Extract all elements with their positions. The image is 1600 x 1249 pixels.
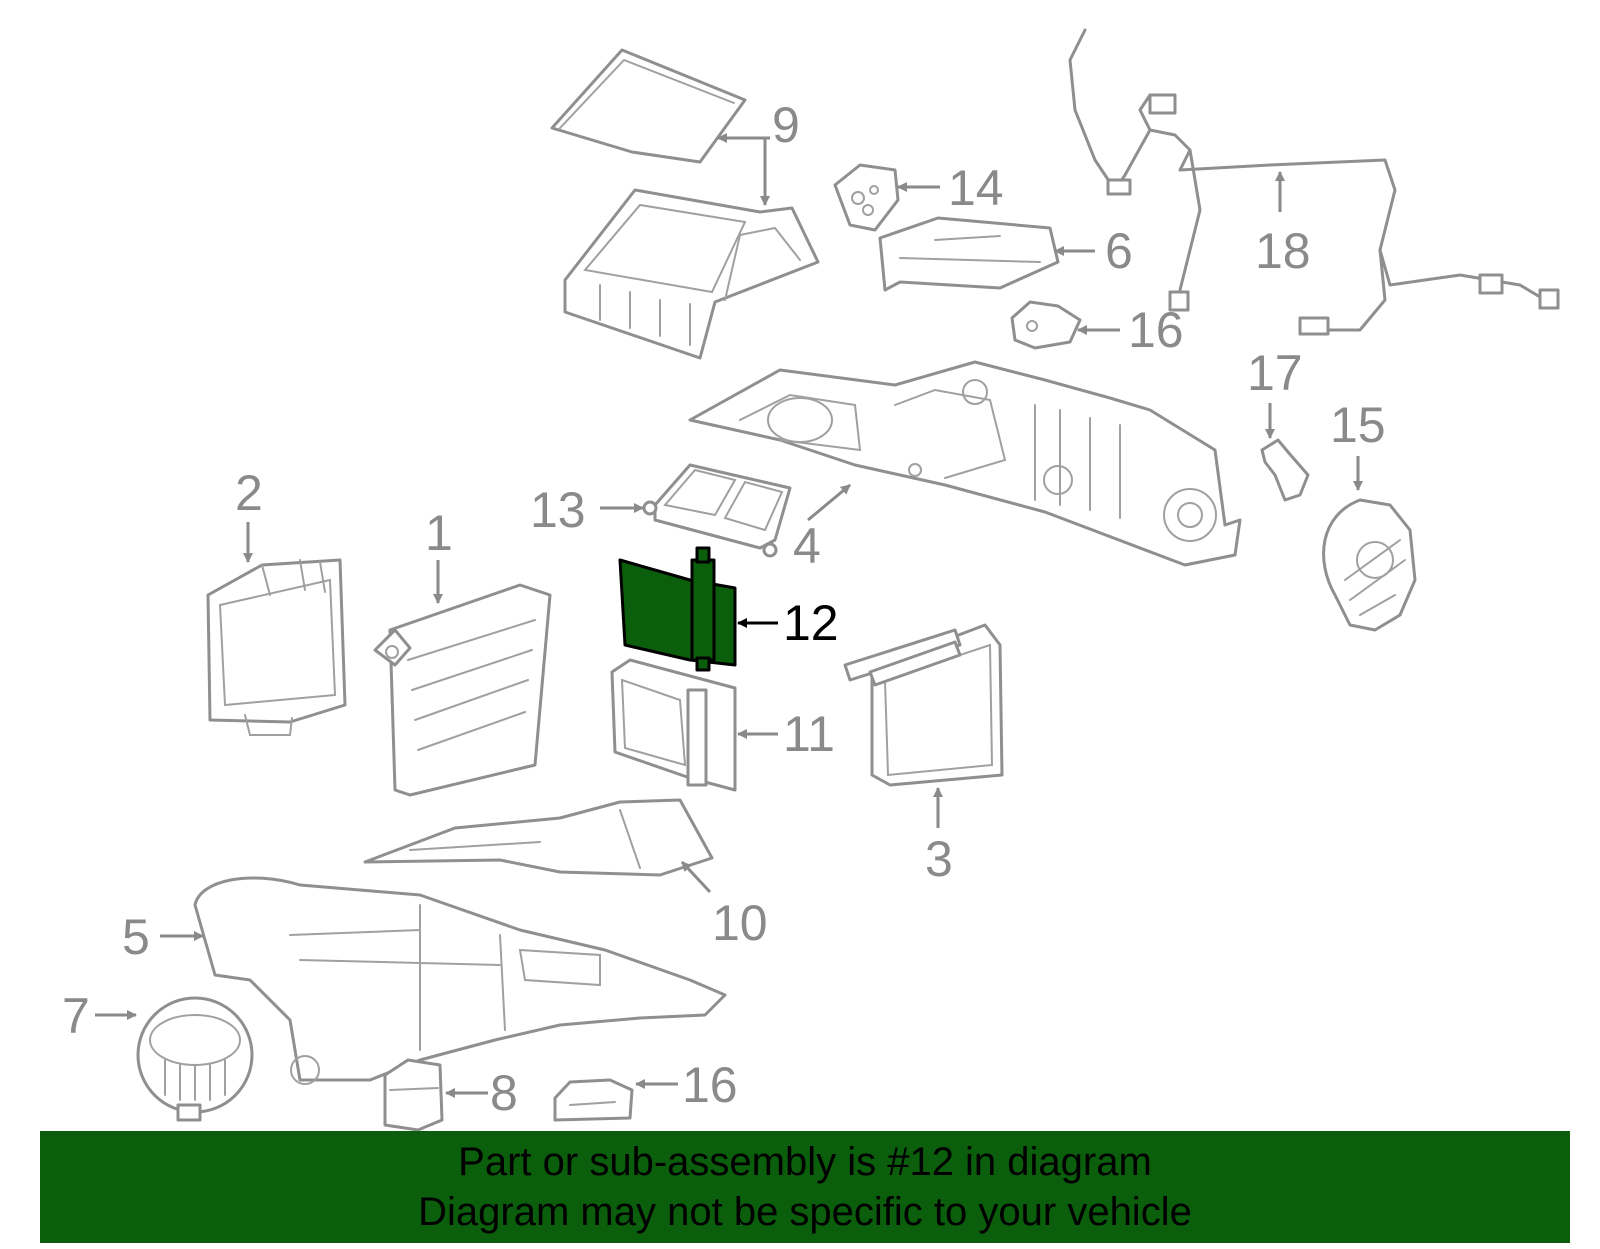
part-17-sensor <box>1260 438 1310 502</box>
part-6-cover <box>878 216 1060 292</box>
part-9-filter-housing <box>550 48 820 360</box>
part-3-heater-core <box>843 623 1004 787</box>
part-15-blower-housing <box>1322 498 1417 632</box>
banner-line-part-number: Part or sub-assembly is #12 in diagram <box>458 1140 1152 1184</box>
leader-lines <box>95 133 1363 1098</box>
callout-7: 7 <box>62 988 90 1044</box>
part-8-resistor <box>383 1058 444 1132</box>
callout-16-upper: 16 <box>1128 302 1184 358</box>
part-2-case-frame <box>206 558 347 736</box>
part-14-actuator <box>833 163 900 232</box>
callout-14: 14 <box>948 160 1004 216</box>
callout-12: 12 <box>783 595 839 651</box>
callout-2: 2 <box>235 465 263 521</box>
part-12-heater-core <box>618 546 737 672</box>
part-5-lower-case <box>193 876 727 1085</box>
callout-numbers: 9 14 6 18 16 17 15 13 4 2 1 12 11 3 10 5… <box>62 97 1386 1121</box>
part-7-blower-motor <box>136 996 254 1122</box>
part-16-lower-actuator <box>553 1078 634 1122</box>
part-18-wiring-harness <box>1068 28 1560 336</box>
callout-10: 10 <box>712 895 768 951</box>
info-banner: Part or sub-assembly is #12 in diagram D… <box>40 1131 1570 1243</box>
callout-11: 11 <box>783 706 835 762</box>
part-4-hvac-case <box>688 360 1242 567</box>
part-1-evaporator <box>373 583 552 797</box>
part-13-filter-element <box>642 463 792 558</box>
callout-13: 13 <box>530 482 586 538</box>
callout-16-lower: 16 <box>682 1057 738 1113</box>
callout-17: 17 <box>1247 345 1303 401</box>
callout-6: 6 <box>1105 223 1133 279</box>
banner-line-disclaimer: Diagram may not be specific to your vehi… <box>418 1190 1192 1234</box>
part-16-upper-actuator <box>1010 300 1082 350</box>
part-11-heater-core <box>610 658 737 792</box>
callout-4: 4 <box>793 518 821 574</box>
callout-8: 8 <box>490 1065 518 1121</box>
callout-3: 3 <box>925 831 953 887</box>
callout-1: 1 <box>425 505 453 561</box>
part-10-duct <box>363 798 714 877</box>
callout-5: 5 <box>122 909 150 965</box>
callout-15: 15 <box>1330 397 1386 453</box>
callout-18: 18 <box>1255 223 1311 279</box>
callout-9: 9 <box>772 97 800 153</box>
